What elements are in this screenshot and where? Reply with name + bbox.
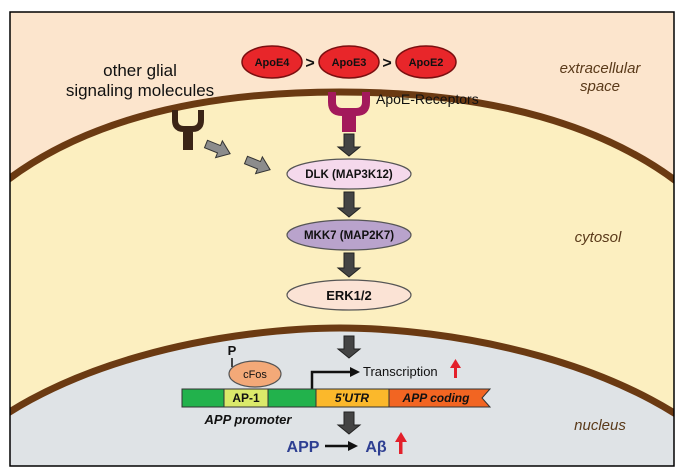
extracellular-label-1: extracellular bbox=[560, 60, 642, 77]
dlk-node: DLK (MAP3K12) bbox=[286, 158, 412, 190]
app-label: APP bbox=[287, 439, 320, 456]
erk-label: ERK1/2 bbox=[326, 288, 372, 303]
cytosol-label: cytosol bbox=[575, 229, 622, 246]
dlk-label: DLK (MAP3K12) bbox=[305, 169, 393, 181]
cfos-node: cFos bbox=[228, 360, 282, 388]
coding-label: APP coding bbox=[402, 391, 471, 405]
pathway-down-arrow-1 bbox=[336, 133, 362, 157]
apoe4-label: ApoE4 bbox=[255, 57, 291, 69]
app-to-abeta-arrowhead bbox=[348, 441, 358, 451]
apoe-gt-1: > bbox=[305, 55, 314, 72]
phospho-label: P bbox=[228, 343, 237, 358]
apoe4-node: ApoE4 bbox=[241, 45, 303, 79]
mkk7-node: MKK7 (MAP2K7) bbox=[286, 219, 412, 251]
apoe-gt-2: > bbox=[382, 55, 391, 72]
transcription-start-arrow bbox=[310, 370, 350, 389]
ap1-label: AP-1 bbox=[232, 391, 260, 405]
transcription-up-arrow bbox=[450, 359, 461, 378]
apoe3-label: ApoE3 bbox=[332, 57, 367, 69]
ap1-site bbox=[223, 388, 269, 408]
figure-frame bbox=[9, 11, 675, 467]
apoe2-label: ApoE2 bbox=[409, 57, 444, 69]
promoter-label: APP promoter bbox=[204, 412, 293, 427]
pathway-down-arrow-2 bbox=[336, 191, 362, 218]
extracellular-label-2: space bbox=[580, 78, 620, 95]
pathway-down-arrow-5 bbox=[336, 411, 362, 435]
apoe3-node: ApoE3 bbox=[318, 45, 380, 79]
mkk7-label: MKK7 (MAP2K7) bbox=[304, 230, 394, 242]
pathway-down-arrow-4 bbox=[336, 335, 362, 359]
apoe2-node: ApoE2 bbox=[395, 45, 457, 79]
apoe-receptor-icon bbox=[328, 92, 370, 132]
glial-arrow-2 bbox=[243, 155, 271, 175]
glial-receptor-icon bbox=[172, 110, 204, 150]
transcription-arrowhead bbox=[350, 367, 360, 377]
nucleus-label: nucleus bbox=[574, 417, 626, 434]
cfos-label: cFos bbox=[243, 369, 267, 381]
erk-node: ERK1/2 bbox=[286, 279, 412, 311]
glial-arrow-1 bbox=[203, 139, 231, 159]
transcription-label: Transcription bbox=[363, 364, 438, 379]
coding-segment bbox=[388, 388, 492, 408]
utr-label: 5'UTR bbox=[335, 391, 370, 405]
receptor-label: ApoE-Receptors bbox=[376, 91, 479, 107]
glial-label-line-1: other glial bbox=[103, 61, 177, 80]
abeta-label: Aβ bbox=[365, 439, 387, 456]
pathway-down-arrow-3 bbox=[336, 252, 362, 278]
glial-label-line-2: signaling molecules bbox=[66, 81, 214, 100]
abeta-up-arrow bbox=[395, 432, 407, 454]
